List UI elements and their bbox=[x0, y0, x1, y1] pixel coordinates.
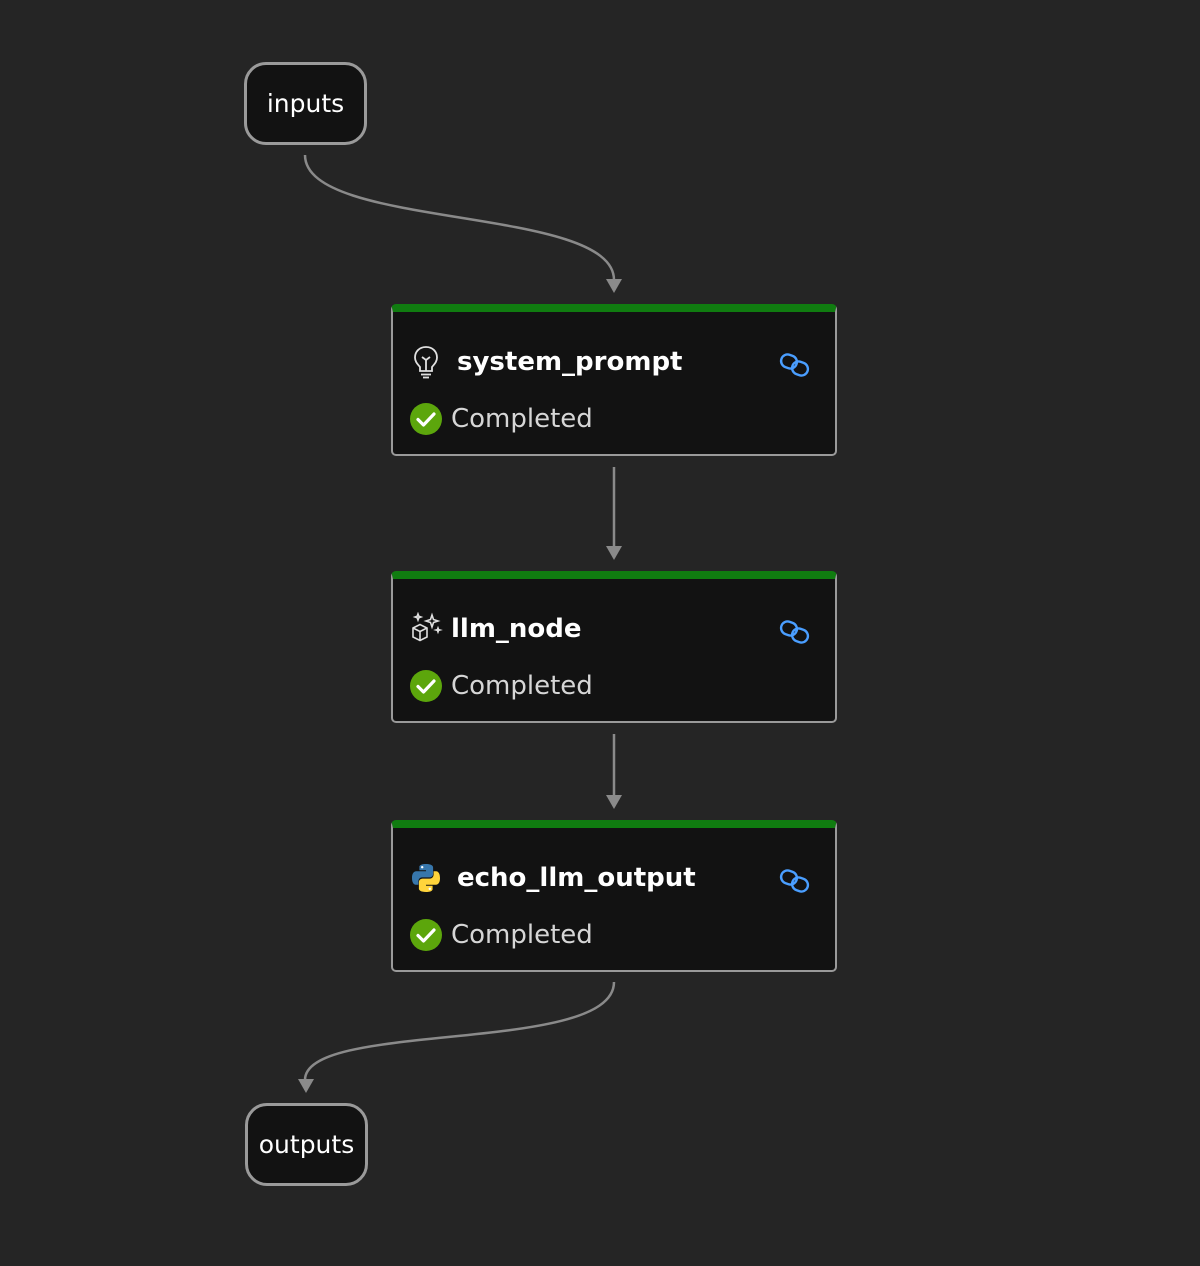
outputs-node[interactable]: outputs bbox=[245, 1103, 368, 1186]
python-icon bbox=[409, 861, 443, 895]
check-circle-icon bbox=[409, 669, 443, 703]
node-title: system_prompt bbox=[457, 347, 683, 377]
link-icon[interactable] bbox=[779, 352, 811, 378]
node-llm-node[interactable]: llm_node Completed bbox=[391, 571, 837, 723]
node-system-prompt[interactable]: system_prompt Completed bbox=[391, 304, 837, 456]
link-icon[interactable] bbox=[779, 619, 811, 645]
link-icon[interactable] bbox=[779, 868, 811, 894]
edge-echo-to-outputs bbox=[303, 981, 616, 1081]
check-circle-icon bbox=[409, 918, 443, 952]
edge-inputs-to-system-prompt bbox=[303, 154, 616, 281]
check-circle-icon bbox=[409, 402, 443, 436]
arrowhead bbox=[606, 279, 622, 293]
inputs-node[interactable]: inputs bbox=[244, 62, 367, 145]
node-echo-llm-output[interactable]: echo_llm_output Completed bbox=[391, 820, 837, 972]
node-title: llm_node bbox=[451, 614, 582, 644]
lightbulb-icon bbox=[409, 345, 443, 379]
node-title: echo_llm_output bbox=[457, 863, 696, 893]
arrowhead bbox=[298, 1079, 314, 1093]
arrowhead bbox=[606, 795, 622, 809]
status-text: Completed bbox=[451, 404, 593, 434]
status-row: Completed bbox=[409, 918, 593, 952]
sparkle-cube-icon bbox=[409, 612, 443, 646]
outputs-label: outputs bbox=[258, 1130, 355, 1159]
status-text: Completed bbox=[451, 920, 593, 950]
status-row: Completed bbox=[409, 669, 593, 703]
status-text: Completed bbox=[451, 671, 593, 701]
status-row: Completed bbox=[409, 402, 593, 436]
arrowhead bbox=[606, 546, 622, 560]
inputs-label: inputs bbox=[266, 89, 345, 118]
